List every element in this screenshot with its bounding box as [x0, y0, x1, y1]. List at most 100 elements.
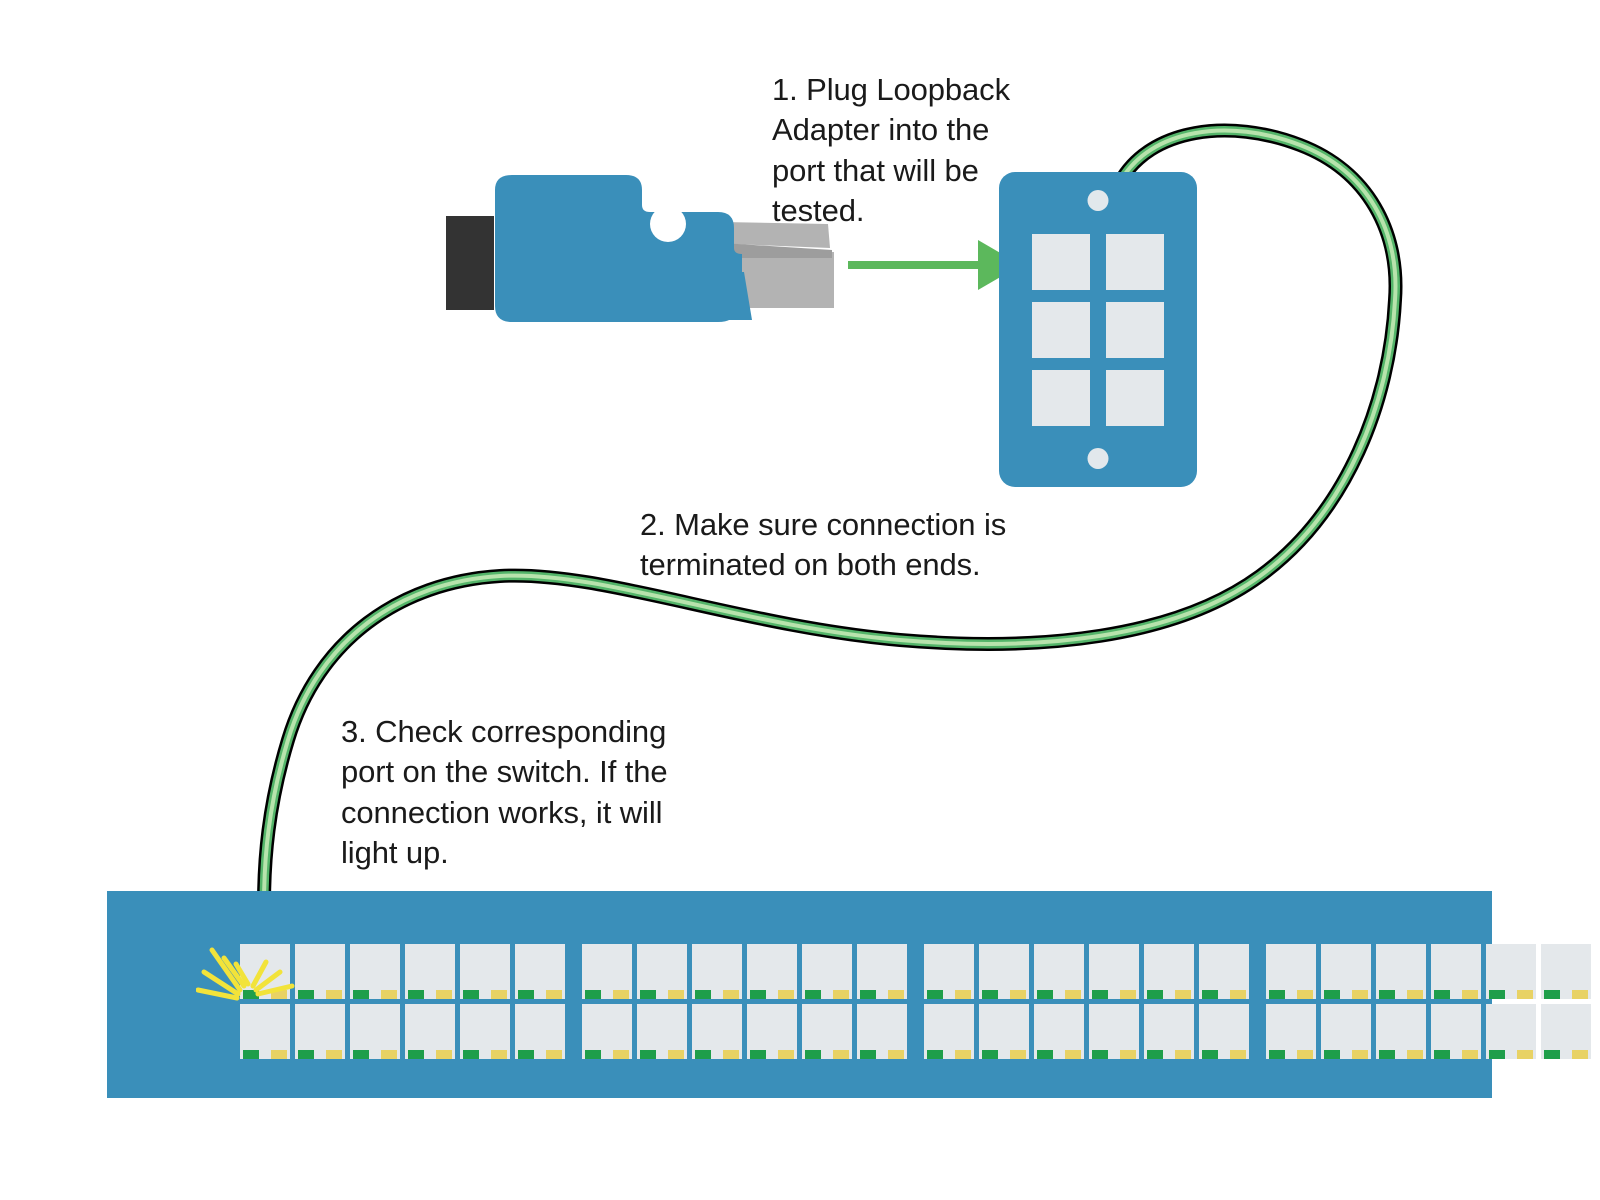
port-link-led-green: [298, 990, 314, 999]
patch-cable: [257, 123, 1403, 912]
switch-port[interactable]: [1266, 944, 1316, 999]
switch-port[interactable]: [1144, 944, 1194, 999]
switch-port[interactable]: [1199, 1004, 1249, 1059]
switch-port[interactable]: [460, 944, 510, 999]
port-link-led-green: [1489, 1050, 1505, 1059]
switch-port[interactable]: [1144, 1004, 1194, 1059]
port-activity-led-amber: [1175, 990, 1191, 999]
port-activity-led-amber: [888, 1050, 904, 1059]
switch-port[interactable]: [240, 1004, 290, 1059]
switch-port[interactable]: [1431, 1004, 1481, 1059]
switch-port[interactable]: [1034, 1004, 1084, 1059]
port-link-led-green: [982, 990, 998, 999]
switch-port[interactable]: [1034, 944, 1084, 999]
wall-plate-jack[interactable]: [1032, 370, 1090, 426]
port-link-led-green: [982, 1050, 998, 1059]
port-link-led-green: [1489, 990, 1505, 999]
switch-port[interactable]: [692, 1004, 742, 1059]
switch-port[interactable]: [1486, 944, 1536, 999]
port-activity-led-amber: [1230, 1050, 1246, 1059]
wall-plate-jack[interactable]: [1106, 302, 1164, 358]
switch-port[interactable]: [515, 1004, 565, 1059]
port-activity-led-amber: [723, 1050, 739, 1059]
port-link-led-green: [1434, 990, 1450, 999]
switch-port[interactable]: [1486, 1004, 1536, 1059]
wall-plate-jack[interactable]: [1106, 234, 1164, 290]
port-link-led-green: [585, 990, 601, 999]
port-link-led-green: [640, 1050, 656, 1059]
port-activity-led-amber: [613, 990, 629, 999]
switch-port[interactable]: [747, 1004, 797, 1059]
switch-port[interactable]: [857, 944, 907, 999]
port-activity-led-amber: [1297, 990, 1313, 999]
switch-port[interactable]: [692, 944, 742, 999]
switch-port[interactable]: [1376, 1004, 1426, 1059]
switch-port[interactable]: [857, 1004, 907, 1059]
switch-port-group: [196, 944, 570, 1001]
switch-port[interactable]: [295, 1004, 345, 1059]
switch-port[interactable]: [515, 944, 565, 999]
port-activity-led-amber: [546, 990, 562, 999]
switch-port[interactable]: [1431, 944, 1481, 999]
switch-port[interactable]: [582, 944, 632, 999]
switch-port[interactable]: [802, 1004, 852, 1059]
switch-port-area: [196, 944, 1596, 1059]
port-activity-led-amber: [1407, 1050, 1423, 1059]
wall-plate-jack[interactable]: [1032, 302, 1090, 358]
switch-port[interactable]: [747, 944, 797, 999]
port-link-led-green: [243, 990, 259, 999]
switch-port[interactable]: [1266, 1004, 1316, 1059]
switch-port[interactable]: [350, 1004, 400, 1059]
switch-port[interactable]: [1376, 944, 1426, 999]
port-activity-led-amber: [668, 1050, 684, 1059]
switch-port-group: [240, 1004, 570, 1059]
wall-plate-screw-top: [1087, 190, 1109, 211]
switch-port[interactable]: [460, 1004, 510, 1059]
port-activity-led-amber: [1572, 1050, 1588, 1059]
wall-plate-jack[interactable]: [1032, 234, 1090, 290]
port-link-led-green: [695, 990, 711, 999]
switch-port[interactable]: [979, 1004, 1029, 1059]
port-activity-led-amber: [1120, 1050, 1136, 1059]
adapter-indicator-circle: [650, 206, 686, 242]
switch-port[interactable]: [295, 944, 345, 999]
switch-port[interactable]: [637, 944, 687, 999]
port-activity-led-amber: [436, 990, 452, 999]
switch-port-row-bottom: [240, 1004, 1596, 1059]
wall-plate-jack[interactable]: [1106, 370, 1164, 426]
port-activity-led-amber: [436, 1050, 452, 1059]
switch-port[interactable]: [1089, 1004, 1139, 1059]
wall-plate-jack-grid: [1032, 234, 1164, 426]
switch-port[interactable]: [582, 1004, 632, 1059]
switch-port[interactable]: [1541, 1004, 1591, 1059]
switch-port[interactable]: [1321, 944, 1371, 999]
switch-port[interactable]: [405, 1004, 455, 1059]
switch-port[interactable]: [1199, 944, 1249, 999]
port-link-led-green: [1269, 990, 1285, 999]
switch-port[interactable]: [1321, 1004, 1371, 1059]
wall-plate[interactable]: [999, 172, 1197, 487]
port-activity-led-amber: [955, 990, 971, 999]
port-link-led-green: [750, 1050, 766, 1059]
switch-port-active[interactable]: [196, 944, 295, 1001]
port-activity-led-amber: [1352, 990, 1368, 999]
step-2-instruction-text: 2. Make sure connection is terminated on…: [640, 507, 1007, 583]
port-link-led-green: [298, 1050, 314, 1059]
switch-port[interactable]: [979, 944, 1029, 999]
adapter-tail: [446, 216, 494, 310]
port-link-led-green: [1324, 990, 1340, 999]
switch-port[interactable]: [1541, 944, 1591, 999]
switch-port[interactable]: [1089, 944, 1139, 999]
switch-port[interactable]: [405, 944, 455, 999]
port-activity-led-amber: [668, 990, 684, 999]
switch-port[interactable]: [924, 944, 974, 999]
switch-port[interactable]: [924, 1004, 974, 1059]
switch-port[interactable]: [350, 944, 400, 999]
switch-port[interactable]: [637, 1004, 687, 1059]
port-activity-led-amber: [546, 1050, 562, 1059]
port-activity-led-amber: [491, 1050, 507, 1059]
port-activity-led-amber: [1517, 990, 1533, 999]
switch-port[interactable]: [802, 944, 852, 999]
port-link-led-green: [640, 990, 656, 999]
switch-port-row-top: [196, 944, 1596, 1001]
